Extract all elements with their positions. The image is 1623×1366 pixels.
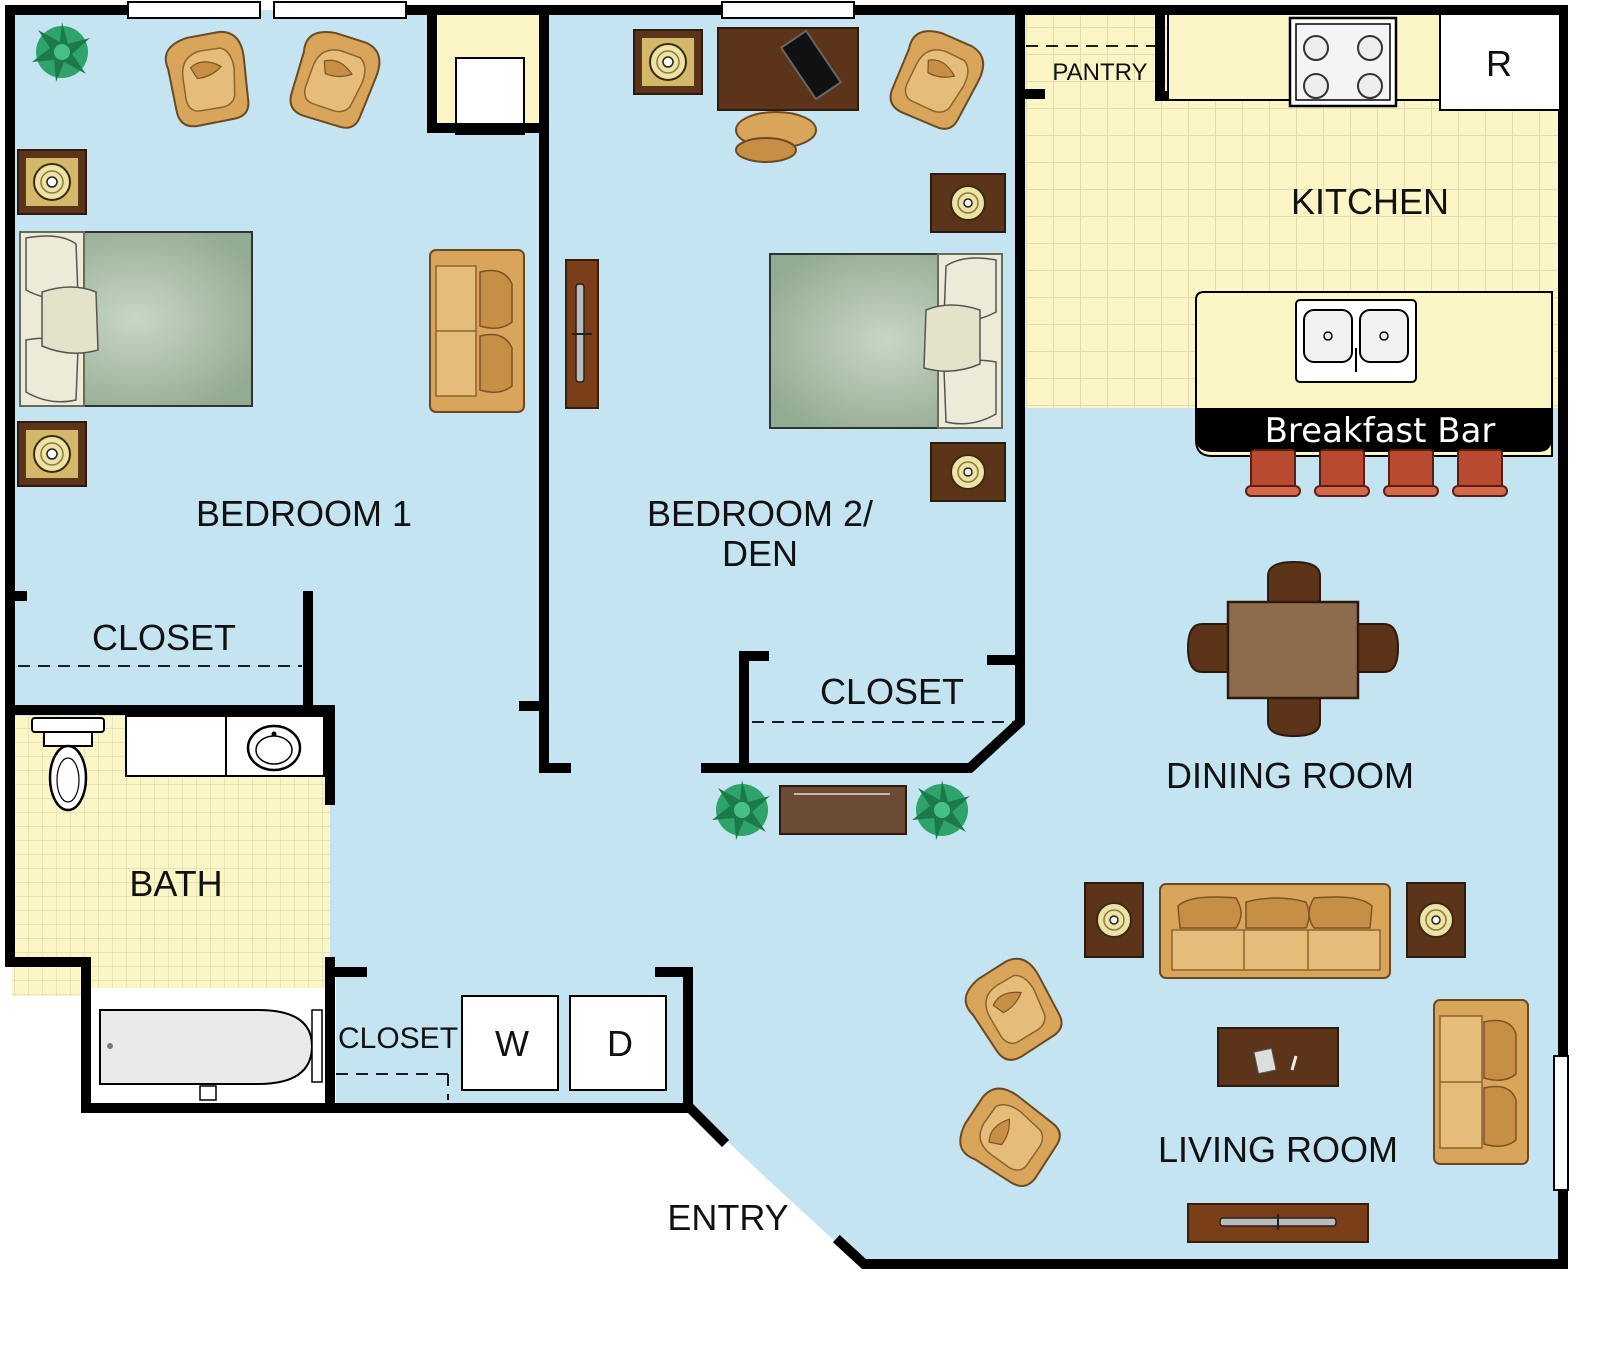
bar-stool-icon	[1245, 449, 1301, 497]
room-labels: BEDROOM 1 BEDROOM 2/ DEN CLOSET CLOSET C…	[92, 43, 1512, 1238]
entry-label: ENTRY	[667, 1197, 788, 1238]
desk-icon	[717, 27, 859, 163]
closet-label: CLOSET	[338, 1022, 458, 1055]
bathtub-icon	[99, 1009, 323, 1101]
lamp-icon	[930, 442, 1006, 502]
sofa-icon	[1159, 883, 1391, 979]
coffee-table	[1217, 1027, 1339, 1087]
walls	[5, 5, 1568, 1269]
bath-label: BATH	[129, 863, 222, 904]
bedroom2-label-line1: BEDROOM 2/	[647, 493, 873, 534]
washer	[461, 995, 559, 1091]
tv-icon	[565, 259, 599, 409]
sofa-icon	[1433, 999, 1529, 1165]
toilet-icon	[31, 717, 105, 812]
lamp-icon	[1084, 882, 1144, 958]
kitchen-fixtures	[1167, 13, 1561, 497]
kitchen-label: KITCHEN	[1291, 181, 1449, 222]
lamp-icon	[930, 173, 1006, 233]
sink-icon	[225, 715, 325, 777]
closet-label: CLOSET	[92, 617, 236, 658]
closet-door-lines	[18, 45, 1156, 1100]
lamp-icon	[17, 421, 87, 487]
hallway-furniture	[712, 780, 970, 840]
windows	[127, 1, 1569, 1191]
dining-label: DINING ROOM	[1166, 755, 1414, 796]
bedroom1-furniture	[17, 22, 525, 487]
bed-icon	[769, 253, 1003, 429]
stove-icon	[1288, 16, 1398, 108]
refrigerator-label: R	[1486, 43, 1512, 84]
bedroom1-label: BEDROOM 1	[196, 493, 412, 534]
bar-stool-icon	[1452, 449, 1508, 497]
closet-fixture	[455, 57, 525, 135]
refrigerator	[1439, 13, 1561, 111]
sofa-icon	[429, 249, 525, 413]
bedroom2-label-line2: DEN	[722, 533, 798, 574]
living-furniture	[950, 882, 1529, 1243]
sink-icon	[1295, 299, 1417, 383]
breakfast-bar-label: Breakfast Bar	[1265, 411, 1496, 451]
dryer	[569, 995, 667, 1091]
lamp-icon	[17, 149, 87, 215]
bed-icon	[19, 231, 253, 407]
bath-fixtures	[31, 715, 325, 1101]
dining-table	[1186, 560, 1400, 738]
entry-floor	[690, 1108, 864, 1268]
tv-icon	[1187, 1203, 1369, 1243]
lamp-icon	[633, 29, 703, 95]
breakfast-bar	[1195, 291, 1553, 457]
closet-label: CLOSET	[820, 671, 964, 712]
bedroom2-furniture	[565, 22, 1006, 502]
living-label: LIVING ROOM	[1158, 1129, 1398, 1170]
dryer-label: D	[607, 1023, 633, 1064]
washer-label: W	[495, 1023, 529, 1064]
pantry-label: PANTRY	[1052, 59, 1147, 86]
bar-stool-icon	[1314, 449, 1370, 497]
bar-stool-icon	[1383, 449, 1439, 497]
laundry	[461, 995, 667, 1091]
lamp-icon	[1406, 882, 1466, 958]
